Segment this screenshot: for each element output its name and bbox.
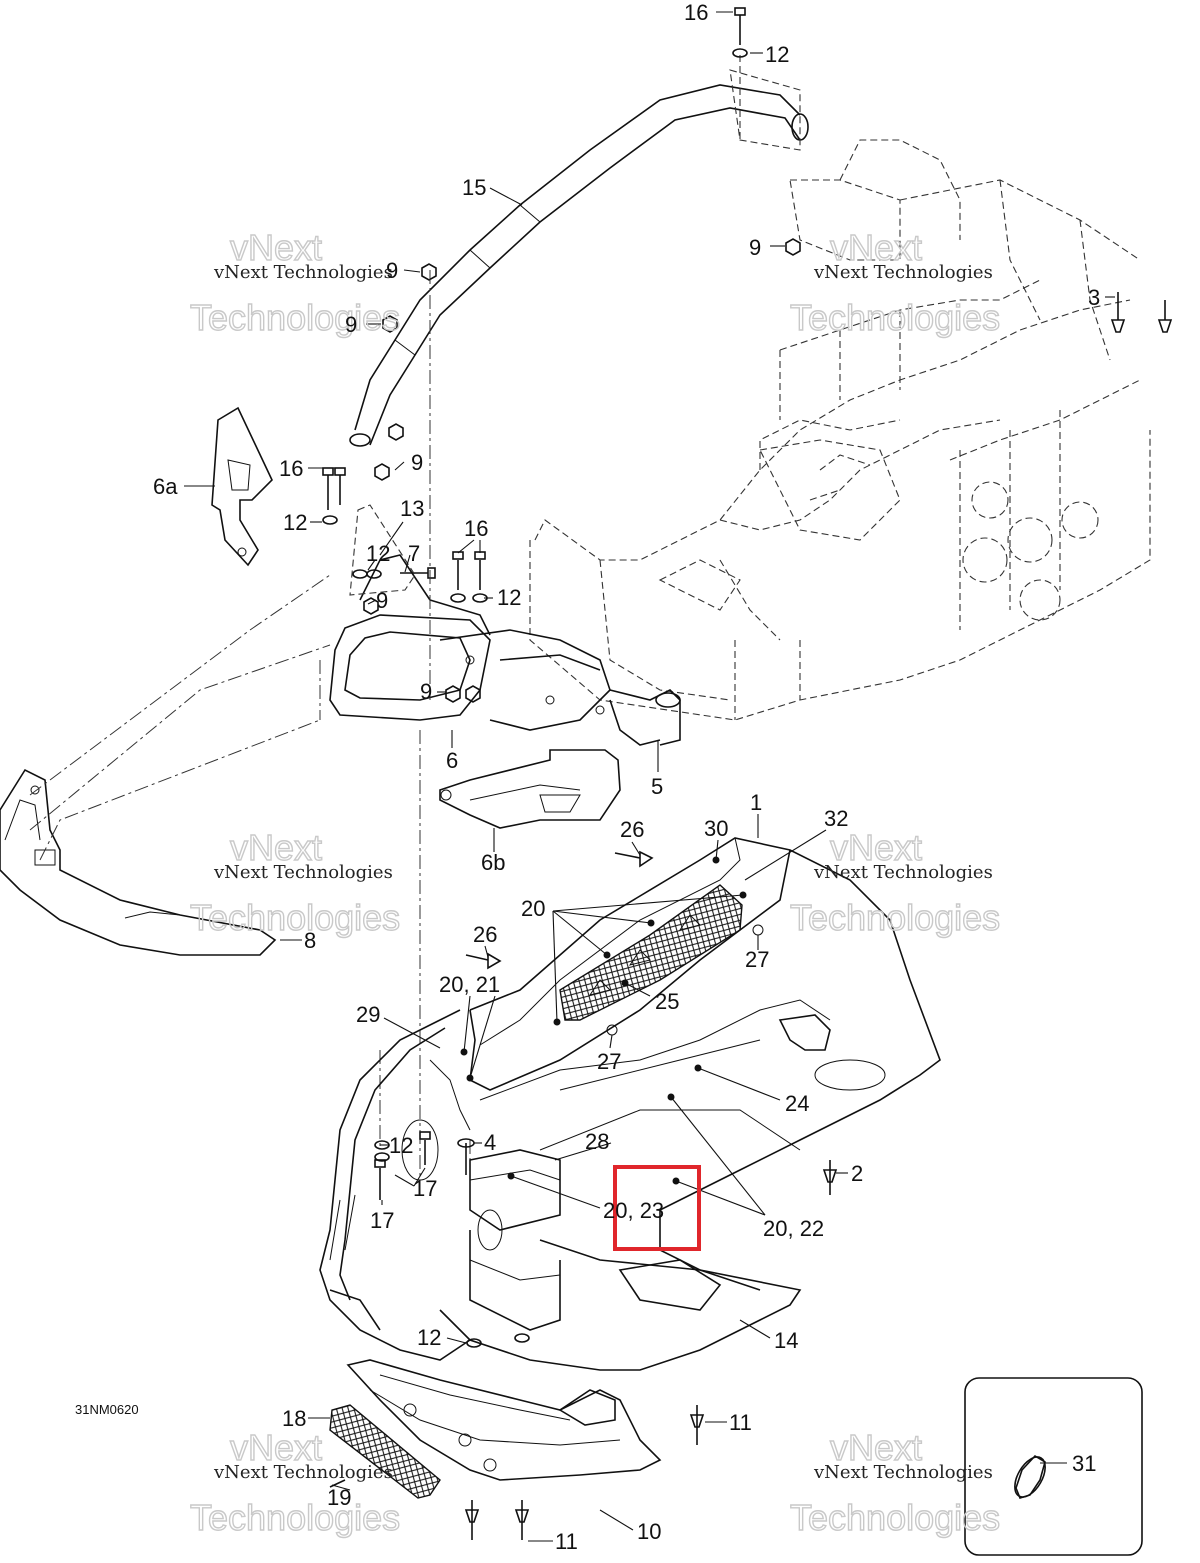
svg-text:vNext Technologies: vNext Technologies bbox=[213, 1462, 393, 1483]
callout-c9e: 9 bbox=[376, 588, 388, 613]
callout-c6b: 6b bbox=[481, 850, 505, 875]
callout-c12e: 12 bbox=[389, 1133, 413, 1158]
svg-text:Technologies: Technologies bbox=[190, 897, 400, 938]
watermark-4: vNext vNext Technologies Technologies bbox=[789, 826, 1001, 938]
callout-c16c: 16 bbox=[464, 516, 488, 541]
callout-c26b: 26 bbox=[473, 922, 497, 947]
callout-c13: 13 bbox=[400, 496, 424, 521]
callout-labels: 16 12 15 9 9 9 3 6a 16 9 12 13 12 7 16 1… bbox=[153, 0, 1100, 1554]
callout-c1: 1 bbox=[750, 790, 762, 815]
svg-text:vNext: vNext bbox=[830, 1427, 922, 1468]
callout-c5: 5 bbox=[651, 774, 663, 799]
callout-c16a: 16 bbox=[684, 0, 708, 25]
callout-c12b: 12 bbox=[283, 510, 307, 535]
callout-c9f: 9 bbox=[420, 679, 432, 704]
front-bumper-6 bbox=[329, 554, 681, 746]
bolt-16-top bbox=[732, 7, 748, 58]
callout-c15: 15 bbox=[462, 175, 486, 200]
svg-text:vNext: vNext bbox=[830, 827, 922, 868]
svg-text:Technologies: Technologies bbox=[790, 297, 1000, 338]
callout-c17a: 17 bbox=[413, 1176, 437, 1201]
callout-c12f: 12 bbox=[417, 1325, 441, 1350]
chassis-frame-phantom bbox=[529, 139, 1151, 721]
svg-text:vNext: vNext bbox=[230, 227, 322, 268]
callout-c2022: 20, 22 bbox=[763, 1216, 824, 1241]
callout-c29: 29 bbox=[356, 1002, 380, 1027]
phantom-lines bbox=[29, 270, 471, 1200]
svg-text:Technologies: Technologies bbox=[190, 1497, 400, 1538]
hood-pan-1 bbox=[439, 837, 941, 1371]
callout-c16b: 16 bbox=[279, 456, 303, 481]
mesh-grille-25 bbox=[559, 884, 743, 1021]
callout-c11b: 11 bbox=[555, 1529, 578, 1554]
svg-text:vNext Technologies: vNext Technologies bbox=[813, 262, 993, 283]
callout-c27b: 27 bbox=[597, 1049, 621, 1074]
callout-c10: 10 bbox=[637, 1519, 661, 1544]
watermark-1: vNext vNext Technologies Technologies bbox=[189, 226, 401, 338]
callout-c2021: 20, 21 bbox=[439, 972, 500, 997]
callout-c12a: 12 bbox=[765, 42, 789, 67]
svg-text:vNext Technologies: vNext Technologies bbox=[213, 262, 393, 283]
svg-text:vNext Technologies: vNext Technologies bbox=[213, 862, 393, 883]
callout-c19: 19 bbox=[327, 1485, 351, 1510]
callout-c9a: 9 bbox=[386, 258, 398, 283]
rivets-fasteners bbox=[329, 850, 838, 1540]
svg-text:vNext Technologies: vNext Technologies bbox=[813, 862, 993, 883]
inset-box-plug-31 bbox=[964, 1377, 1143, 1556]
handle-bar-15 bbox=[349, 55, 809, 447]
callout-c17b: 17 bbox=[370, 1208, 394, 1233]
callout-c2023: 20, 23 bbox=[603, 1198, 664, 1223]
callout-c28: 28 bbox=[585, 1129, 609, 1154]
watermark-6: vNext vNext Technologies Technologies bbox=[789, 1426, 1001, 1538]
callout-c12c: 12 bbox=[366, 541, 390, 566]
callout-c6: 6 bbox=[446, 748, 458, 773]
bracket-6b bbox=[439, 749, 621, 829]
callout-c8: 8 bbox=[304, 928, 316, 953]
side-panel-29 bbox=[319, 1009, 471, 1361]
callout-c4: 4 bbox=[484, 1130, 496, 1155]
svg-text:vNext Technologies: vNext Technologies bbox=[813, 1462, 993, 1483]
watermark-3: vNext vNext Technologies Technologies bbox=[189, 826, 401, 938]
svg-text:vNext: vNext bbox=[230, 1427, 322, 1468]
callout-c25: 25 bbox=[655, 989, 679, 1014]
callout-c7: 7 bbox=[408, 541, 420, 566]
callout-c30: 30 bbox=[704, 816, 728, 841]
svg-text:vNext: vNext bbox=[830, 227, 922, 268]
callout-c32: 32 bbox=[824, 806, 848, 831]
svg-text:Technologies: Technologies bbox=[790, 897, 1000, 938]
svg-text:Technologies: Technologies bbox=[190, 297, 400, 338]
callout-c20a: 20 bbox=[521, 896, 545, 921]
drawing-code: 31NM0620 bbox=[75, 1402, 139, 1417]
bracket-13 bbox=[349, 504, 416, 596]
svg-text:Technologies: Technologies bbox=[790, 1497, 1000, 1538]
callout-c11a: 11 bbox=[729, 1410, 752, 1435]
callout-c27a: 27 bbox=[745, 947, 769, 972]
callout-c18: 18 bbox=[282, 1406, 306, 1431]
callout-c9b: 9 bbox=[345, 312, 357, 337]
watermark-5: vNext vNext Technologies Technologies bbox=[189, 1426, 401, 1538]
watermark-2: vNext vNext Technologies Technologies bbox=[789, 226, 1001, 338]
callout-c3: 3 bbox=[1088, 285, 1100, 310]
callout-c31: 31 bbox=[1072, 1451, 1096, 1476]
callout-c24: 24 bbox=[785, 1091, 809, 1116]
bolts-16-bumper bbox=[322, 467, 488, 703]
rivets-3 bbox=[1110, 292, 1173, 333]
callout-c14: 14 bbox=[774, 1328, 798, 1353]
highlight-box bbox=[613, 1165, 701, 1251]
callout-c9d: 9 bbox=[411, 450, 423, 475]
leader-lines bbox=[184, 11, 1115, 1542]
nuts-9-handlebar bbox=[374, 238, 801, 481]
callout-c2: 2 bbox=[851, 1161, 863, 1186]
lower-deflector-10 bbox=[346, 1359, 662, 1481]
front-bar-8 bbox=[0, 768, 277, 956]
bracket-6a bbox=[211, 406, 273, 567]
mesh-18 bbox=[329, 1404, 441, 1499]
callout-c9c: 9 bbox=[749, 235, 761, 260]
svg-text:vNext: vNext bbox=[230, 827, 322, 868]
callout-c26a: 26 bbox=[620, 817, 644, 842]
callout-c12d: 12 bbox=[497, 585, 521, 610]
callout-c6a: 6a bbox=[153, 474, 178, 499]
